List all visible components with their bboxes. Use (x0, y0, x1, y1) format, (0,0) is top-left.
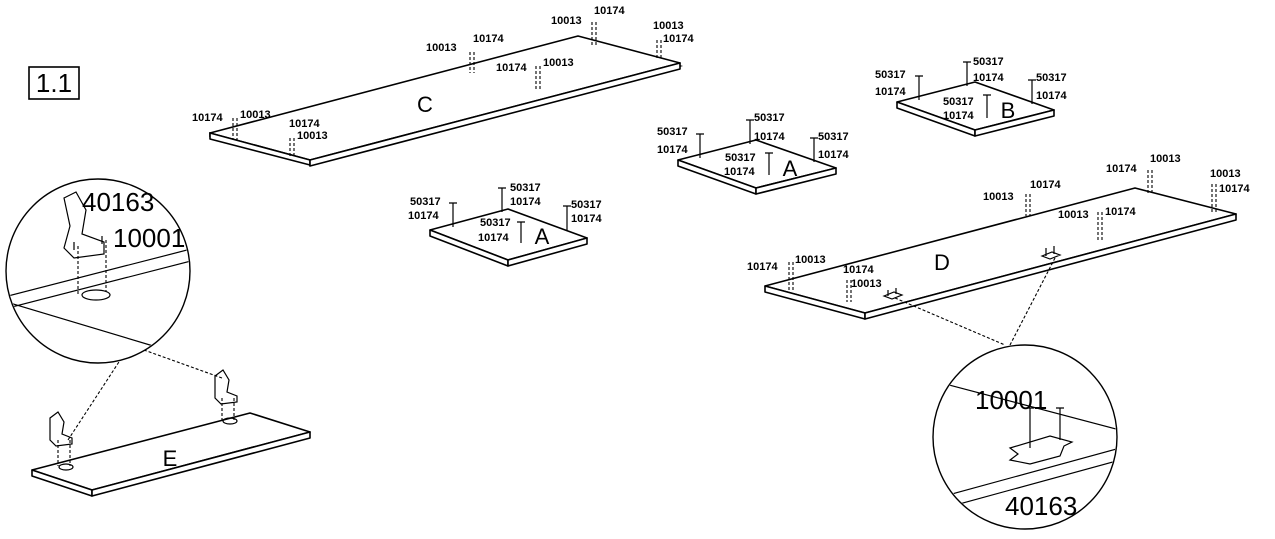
panel-c: C 10174 10013 10174 10013 10013 10174 10… (192, 5, 694, 167)
panel-d: D 10174 10013 10174 10013 10013 10174 10… (747, 153, 1250, 320)
code-label: 10174 (724, 166, 755, 178)
code-label: 50317 (480, 217, 511, 229)
code-label: 10174 (496, 62, 527, 74)
code-label: 10174 (843, 264, 874, 276)
code-label: 10013 (1150, 153, 1181, 165)
detail-circle-left: 40163 10001 (5, 178, 191, 364)
code-label: 50317 (725, 152, 756, 164)
code-label: 10174 (192, 112, 223, 124)
detail-right-top-code: 10001 (975, 385, 1047, 415)
hinge-icon (214, 369, 238, 425)
panel-a-right-label: A (783, 156, 798, 181)
detail-circle-right: 10001 40163 (932, 344, 1118, 530)
code-label: 10174 (473, 33, 504, 45)
panel-d-label: D (934, 250, 950, 275)
panel-e: E (31, 369, 311, 497)
code-label: 10174 (1219, 183, 1250, 195)
detail-left-bottom-code: 10001 (113, 223, 185, 253)
code-label: 10174 (510, 196, 541, 208)
code-label: 10174 (657, 144, 688, 156)
code-label: 10013 (551, 15, 582, 27)
code-label: 10013 (543, 57, 574, 69)
code-label: 50317 (510, 182, 541, 194)
step-number-text: 1.1 (36, 68, 72, 98)
code-label: 10174 (818, 149, 849, 161)
code-label: 10013 (653, 20, 684, 32)
step-number: 1.1 (28, 66, 80, 100)
code-label: 10174 (943, 110, 974, 122)
detail-left-top-code: 40163 (82, 187, 154, 217)
code-label: 10174 (289, 118, 320, 130)
code-label: 50317 (943, 96, 974, 108)
code-label: 10013 (983, 191, 1014, 203)
code-label: 50317 (410, 196, 441, 208)
panel-c-label: C (417, 92, 433, 117)
code-label: 10013 (795, 254, 826, 266)
panel-b-label: B (1001, 98, 1016, 123)
hinge-icon (49, 411, 74, 471)
code-label: 10174 (478, 232, 509, 244)
code-label: 10174 (663, 33, 694, 45)
code-label: 10174 (1030, 179, 1061, 191)
code-label: 50317 (754, 112, 785, 124)
hinge-plate-icon (882, 246, 1062, 300)
panel-a-left-label: A (535, 224, 550, 249)
code-label: 50317 (818, 131, 849, 143)
code-label: 10013 (1210, 168, 1241, 180)
code-label: 10013 (297, 130, 328, 142)
code-label: 10174 (1105, 206, 1136, 218)
code-label: 10174 (747, 261, 778, 273)
code-label: 50317 (1036, 72, 1067, 84)
code-label: 10174 (594, 5, 625, 17)
code-label: 10013 (1058, 209, 1089, 221)
code-label: 10174 (571, 213, 602, 225)
panel-e-label: E (163, 446, 178, 471)
panel-a-left: A 50317 10174 50317 10174 50317 10174 50… (408, 182, 602, 267)
code-label: 50317 (875, 69, 906, 81)
code-label: 10174 (754, 131, 785, 143)
code-label: 10174 (1106, 163, 1137, 175)
code-label: 10174 (1036, 90, 1067, 102)
panel-b: B 50317 10174 50317 10174 50317 10174 50… (875, 56, 1067, 137)
code-label: 50317 (657, 126, 688, 138)
panel-a-right: A 50317 10174 50317 10174 50317 10174 50… (657, 112, 849, 195)
code-label: 10013 (240, 109, 271, 121)
detail-leader-right (894, 257, 1056, 346)
code-label: 10013 (851, 278, 882, 290)
code-label: 10013 (426, 42, 457, 54)
code-label: 10174 (408, 210, 439, 222)
code-label: 50317 (571, 199, 602, 211)
code-label: 10174 (973, 72, 1004, 84)
detail-right-bottom-code: 40163 (1005, 491, 1077, 521)
code-label: 50317 (973, 56, 1004, 68)
code-label: 10174 (875, 86, 906, 98)
